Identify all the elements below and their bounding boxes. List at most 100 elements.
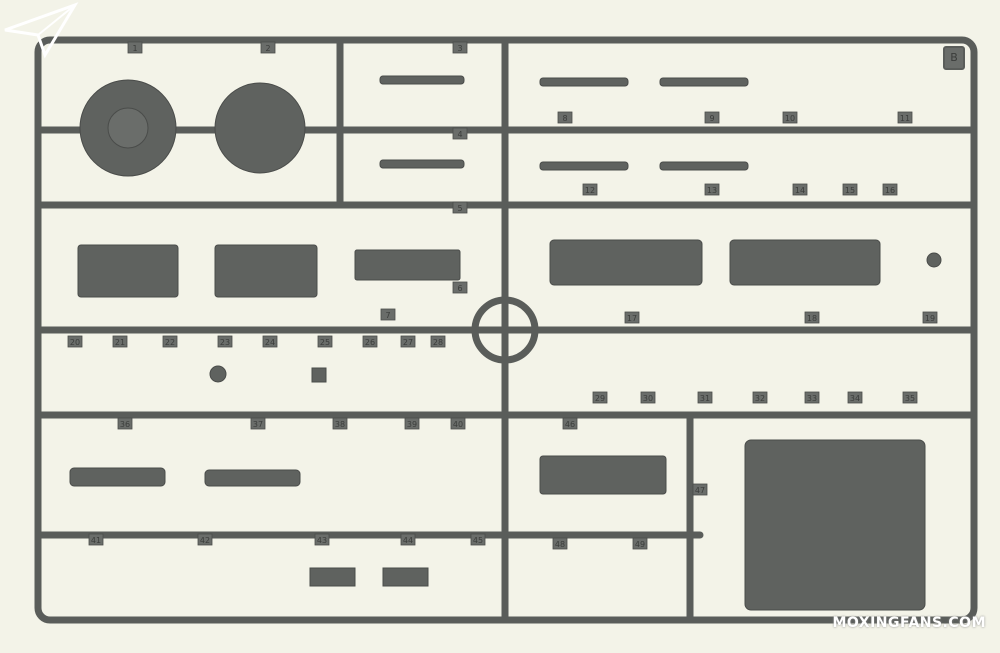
svg-text:38: 38 xyxy=(335,420,345,429)
svg-text:18: 18 xyxy=(807,314,817,323)
svg-text:32: 32 xyxy=(755,394,765,403)
part-number-tab: 27 xyxy=(400,335,416,348)
part-number-tab: 10 xyxy=(782,111,798,124)
part-number-tab: 41 xyxy=(88,533,104,546)
part-block-mid xyxy=(214,244,318,298)
part-number-tab: 3 xyxy=(452,41,468,54)
svg-text:42: 42 xyxy=(200,536,210,545)
part-number-tab: 7 xyxy=(380,308,396,321)
part-number-tab: 48 xyxy=(552,537,568,550)
part-number-tab: 38 xyxy=(332,417,348,430)
rod-part-8 xyxy=(539,77,629,87)
svg-text:19: 19 xyxy=(925,314,935,323)
svg-text:46: 46 xyxy=(565,420,575,429)
part-number-tab: 14 xyxy=(792,183,808,196)
part-bed-46 xyxy=(539,455,667,495)
wheel-hub xyxy=(107,107,149,149)
part-number-tab: 39 xyxy=(404,417,420,430)
svg-text:35: 35 xyxy=(905,394,915,403)
svg-text:22: 22 xyxy=(165,338,175,347)
svg-text:21: 21 xyxy=(115,338,125,347)
part-number-tab: 47 xyxy=(692,483,708,496)
svg-text:8: 8 xyxy=(562,114,567,123)
part-number-tab: 5 xyxy=(452,201,468,214)
part-number-tab: 34 xyxy=(847,391,863,404)
part-spring-35 xyxy=(204,469,301,487)
svg-text:39: 39 xyxy=(407,420,417,429)
part-number-tab: 44 xyxy=(400,533,416,546)
part-number-tab: 2 xyxy=(260,41,276,54)
svg-text:40: 40 xyxy=(453,420,463,429)
svg-text:20: 20 xyxy=(70,338,80,347)
svg-text:25: 25 xyxy=(320,338,330,347)
part-number-tab: 45 xyxy=(470,533,486,546)
part-number-tab: 29 xyxy=(592,391,608,404)
paper-plane-logo xyxy=(4,2,79,59)
part-number-tab: 13 xyxy=(704,183,720,196)
svg-text:27: 27 xyxy=(403,338,413,347)
svg-text:44: 44 xyxy=(403,536,413,545)
part-number-tab: 33 xyxy=(804,391,820,404)
svg-text:11: 11 xyxy=(900,114,910,123)
svg-text:28: 28 xyxy=(433,338,443,347)
rod-part-13 xyxy=(659,161,749,171)
part-number-tab: 30 xyxy=(640,391,656,404)
watermark-text: MOXINGFANS.COM xyxy=(832,615,986,631)
part-23 xyxy=(209,365,227,383)
svg-text:49: 49 xyxy=(635,540,645,549)
part-number-tab: 43 xyxy=(314,533,330,546)
part-grille xyxy=(354,249,461,281)
part-36 xyxy=(309,567,356,587)
part-37 xyxy=(382,567,429,587)
part-number-tab: 32 xyxy=(752,391,768,404)
part-number-tab: 8 xyxy=(557,111,573,124)
part-number-tab: 16 xyxy=(882,183,898,196)
part-number-tab: 23 xyxy=(217,335,233,348)
svg-text:33: 33 xyxy=(807,394,817,403)
svg-text:24: 24 xyxy=(265,338,275,347)
part-25 xyxy=(311,367,327,383)
svg-text:9: 9 xyxy=(709,114,714,123)
part-number-tab: 1 xyxy=(127,41,143,54)
svg-text:14: 14 xyxy=(795,186,805,195)
svg-text:45: 45 xyxy=(473,536,483,545)
part-number-tab: 25 xyxy=(317,335,333,348)
svg-text:26: 26 xyxy=(365,338,375,347)
svg-text:1: 1 xyxy=(132,44,137,53)
part-fender-18 xyxy=(729,239,881,286)
svg-text:29: 29 xyxy=(595,394,605,403)
part-number-tab: 40 xyxy=(450,417,466,430)
part-number-tab: 9 xyxy=(704,111,720,124)
part-number-tab: 37 xyxy=(250,417,266,430)
part-number-tab: 18 xyxy=(804,311,820,324)
part-number-tab: 21 xyxy=(112,335,128,348)
svg-text:30: 30 xyxy=(643,394,653,403)
rod-part-4 xyxy=(379,159,465,169)
svg-text:37: 37 xyxy=(253,420,263,429)
svg-text:2: 2 xyxy=(265,44,270,53)
part-number-tab: 26 xyxy=(362,335,378,348)
part-block-left xyxy=(77,244,179,298)
part-number-tab: 6 xyxy=(452,281,468,294)
svg-text:12: 12 xyxy=(585,186,595,195)
sprue-id-tab: B xyxy=(943,46,965,70)
svg-text:4: 4 xyxy=(457,130,462,139)
part-cab-frame xyxy=(744,439,926,611)
wheel-part-2 xyxy=(214,82,306,174)
svg-text:47: 47 xyxy=(695,486,705,495)
svg-text:48: 48 xyxy=(555,540,565,549)
part-number-tab: 12 xyxy=(582,183,598,196)
rod-part-12 xyxy=(539,161,629,171)
svg-text:13: 13 xyxy=(707,186,717,195)
svg-text:16: 16 xyxy=(885,186,895,195)
part-19 xyxy=(926,252,942,268)
svg-text:6: 6 xyxy=(457,284,462,293)
svg-text:5: 5 xyxy=(457,204,462,213)
part-number-tab: 22 xyxy=(162,335,178,348)
svg-text:36: 36 xyxy=(120,420,130,429)
part-number-tab: 15 xyxy=(842,183,858,196)
central-ring xyxy=(471,296,539,364)
svg-text:15: 15 xyxy=(845,186,855,195)
part-number-tab: 28 xyxy=(430,335,446,348)
